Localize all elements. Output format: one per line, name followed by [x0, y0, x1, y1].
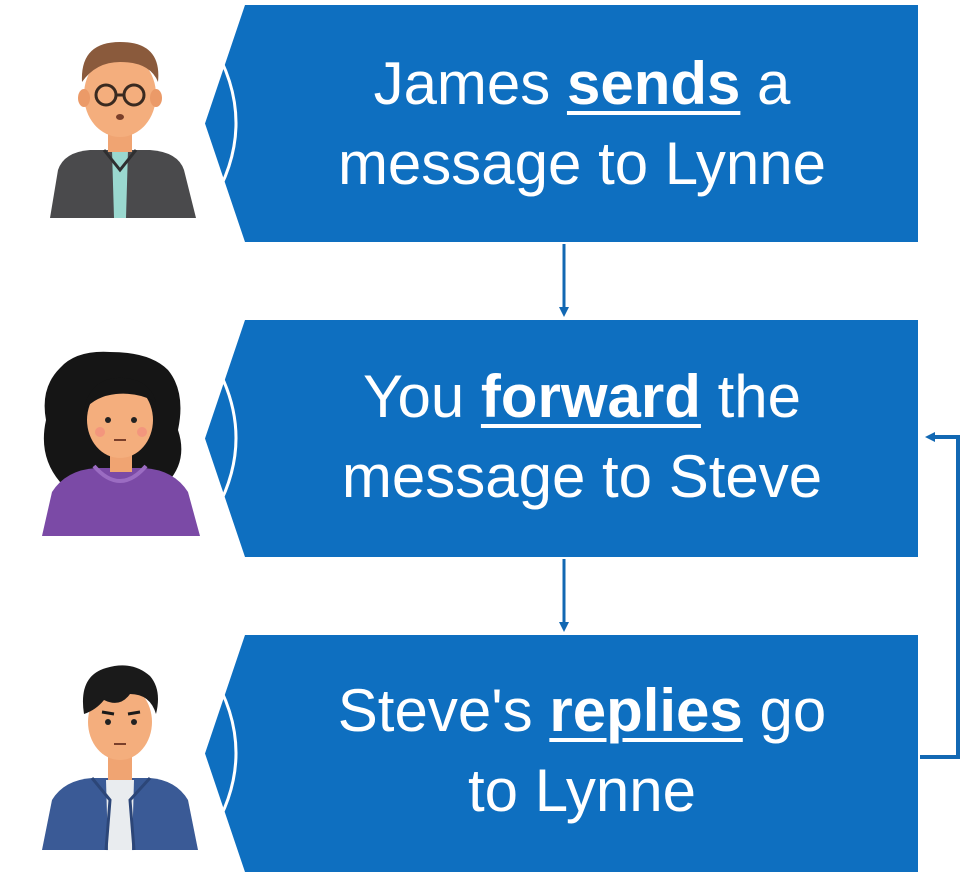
young-man-icon [42, 665, 198, 851]
step-3-pre: Steve's [337, 677, 550, 744]
man-with-glasses-icon [50, 42, 196, 218]
step-1-line-1: James sends a [262, 44, 902, 124]
step-3-line-1: Steve's replies go [262, 671, 902, 751]
step-1-text: James sends a message to Lynne [262, 44, 902, 204]
step-2-verb: forward [480, 363, 701, 430]
divider-arc-2 [208, 354, 238, 522]
step-3-post: go [742, 677, 827, 744]
step-1-post: a [740, 50, 791, 117]
step-box-1 [205, 5, 918, 242]
divider-arc-1 [208, 39, 238, 207]
step-2-line-1: You forward the [262, 357, 902, 437]
step-3-line-2: to Lynne [468, 757, 696, 824]
step-2-post: the [700, 363, 802, 430]
step-1-verb: sends [566, 50, 741, 117]
step-1-line-2: message to Lynne [337, 130, 827, 197]
step-3-text: Steve's replies go to Lynne [262, 671, 902, 831]
step-box-3 [205, 635, 918, 872]
step-1-pre: James [373, 50, 567, 117]
step-2-pre: You [362, 363, 481, 430]
woman-curly-hair-icon [42, 351, 200, 536]
step-2-text: You forward the message to Steve [262, 357, 902, 517]
step-3-verb: replies [549, 677, 743, 744]
step-2-line-2: message to Steve [341, 443, 823, 510]
divider-arc-3 [208, 669, 238, 837]
step-box-2 [205, 320, 918, 557]
loop-back-arrow [920, 432, 960, 759]
